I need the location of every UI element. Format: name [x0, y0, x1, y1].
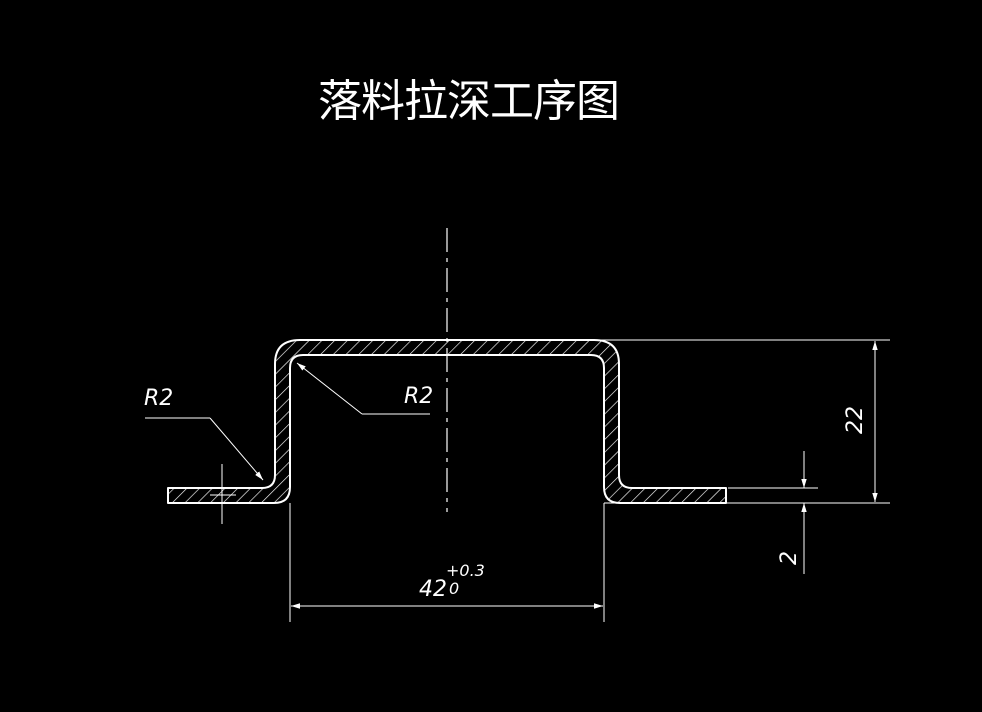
- height-dimension-label: 22: [843, 406, 868, 434]
- radius-outer-label: R2: [144, 386, 173, 411]
- width-tolerance-lower: 0: [449, 579, 459, 598]
- width-dimension-label: 42: [419, 577, 447, 602]
- thickness-dimension-label: 2: [777, 551, 802, 565]
- radius-outer-leader: [209, 417, 264, 481]
- drawing-title: 落料拉深工序图: [318, 76, 619, 127]
- width-tolerance-upper: +0.3: [446, 561, 485, 580]
- radius-inner-leader: [296, 362, 363, 415]
- radius-inner-label: R2: [404, 384, 433, 409]
